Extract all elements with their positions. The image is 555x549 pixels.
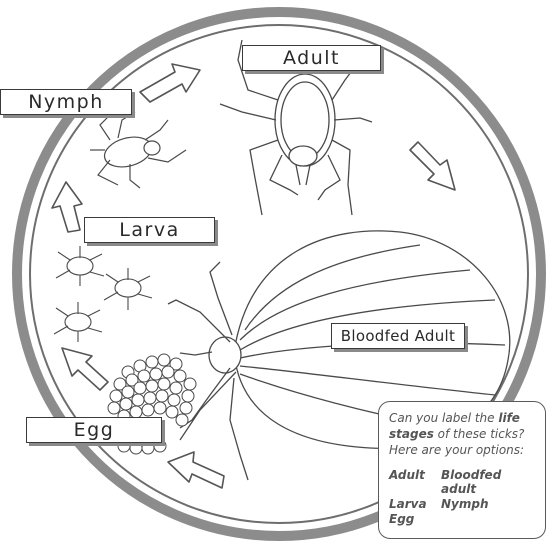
label-adult-text: Adult xyxy=(283,47,340,69)
question-pre: Can you label the xyxy=(389,411,498,425)
instructions-callout: Can you label the life stages of these t… xyxy=(378,401,546,539)
label-adult: Adult xyxy=(242,45,381,71)
cycle-arrow-icon xyxy=(52,182,82,232)
tick-nymph-icon xyxy=(90,112,186,188)
cycle-arrow-icon xyxy=(62,348,108,390)
option-item: Larva xyxy=(389,497,441,511)
cycle-arrow-icon xyxy=(140,64,200,102)
label-bloodfed-adult-text: Bloodfed Adult xyxy=(341,327,455,345)
question-post: of these ticks? xyxy=(434,427,525,441)
callout-question: Can you label the life stages of these t… xyxy=(389,410,535,458)
option-item: Egg xyxy=(389,512,441,526)
cycle-arrow-icon xyxy=(168,452,224,488)
label-larva-text: Larva xyxy=(119,219,179,241)
options-intro: Here are your options: xyxy=(389,443,524,457)
label-egg-text: Egg xyxy=(74,419,115,441)
label-egg: Egg xyxy=(26,417,162,443)
label-nymph: Nymph xyxy=(0,89,132,115)
label-larva: Larva xyxy=(84,217,215,243)
label-nymph-text: Nymph xyxy=(28,91,104,113)
cycle-arrow-icon xyxy=(410,142,455,190)
option-item: Nymph xyxy=(441,497,535,511)
option-item: Adult xyxy=(389,468,441,496)
label-bloodfed-adult: Bloodfed Adult xyxy=(331,323,465,349)
option-item: Bloodfed adult xyxy=(441,468,535,496)
question-bold-stages: stages xyxy=(389,427,434,441)
tick-larva-icon xyxy=(54,246,152,342)
question-bold-life: life xyxy=(498,411,520,425)
options-list: Adult Bloodfed adult Larva Nymph Egg xyxy=(389,468,535,526)
